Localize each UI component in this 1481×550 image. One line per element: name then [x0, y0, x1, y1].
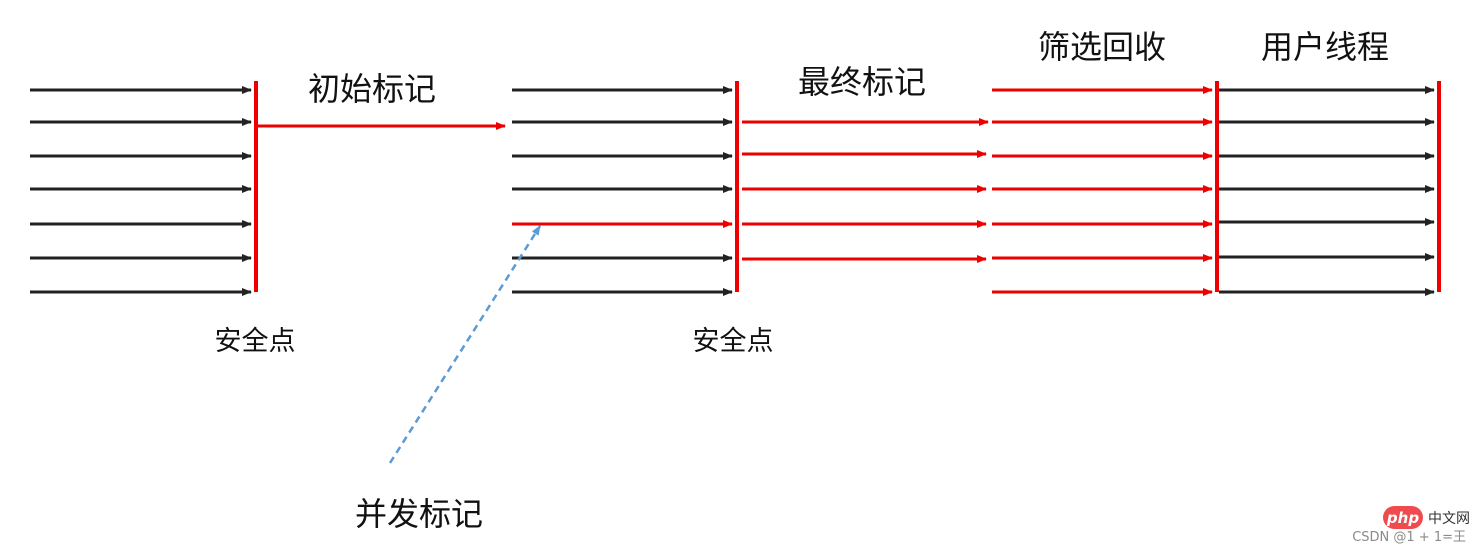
- safepoint-label-2: 安全点: [693, 326, 774, 357]
- sweep-threads-group: [992, 86, 1213, 296]
- initial-mark-label: 初始标记: [308, 70, 436, 108]
- concurrent-mark-pointer: [388, 225, 542, 464]
- final-mark-label: 最终标记: [798, 63, 926, 101]
- concurrent-threads-group: [512, 86, 733, 296]
- final-mark-threads-group: [742, 118, 989, 263]
- watermark-badge-text: php: [1386, 509, 1419, 527]
- site-watermark: php 中文网 CSDN @1 + 1=王: [1352, 506, 1470, 545]
- user-threads-label: 用户线程: [1261, 28, 1389, 66]
- watermark-badge: [1383, 506, 1423, 529]
- sweep-label: 筛选回收: [1038, 28, 1166, 66]
- watermark-site-text: 中文网: [1428, 511, 1470, 527]
- concurrent-mark-label: 并发标记: [355, 495, 483, 533]
- safepoint-label-1: 安全点: [215, 326, 296, 357]
- watermark-credit-text: CSDN @1 + 1=王: [1352, 530, 1466, 545]
- user-threads-group-1: [30, 86, 252, 296]
- user-threads-group-2: [1219, 86, 1435, 296]
